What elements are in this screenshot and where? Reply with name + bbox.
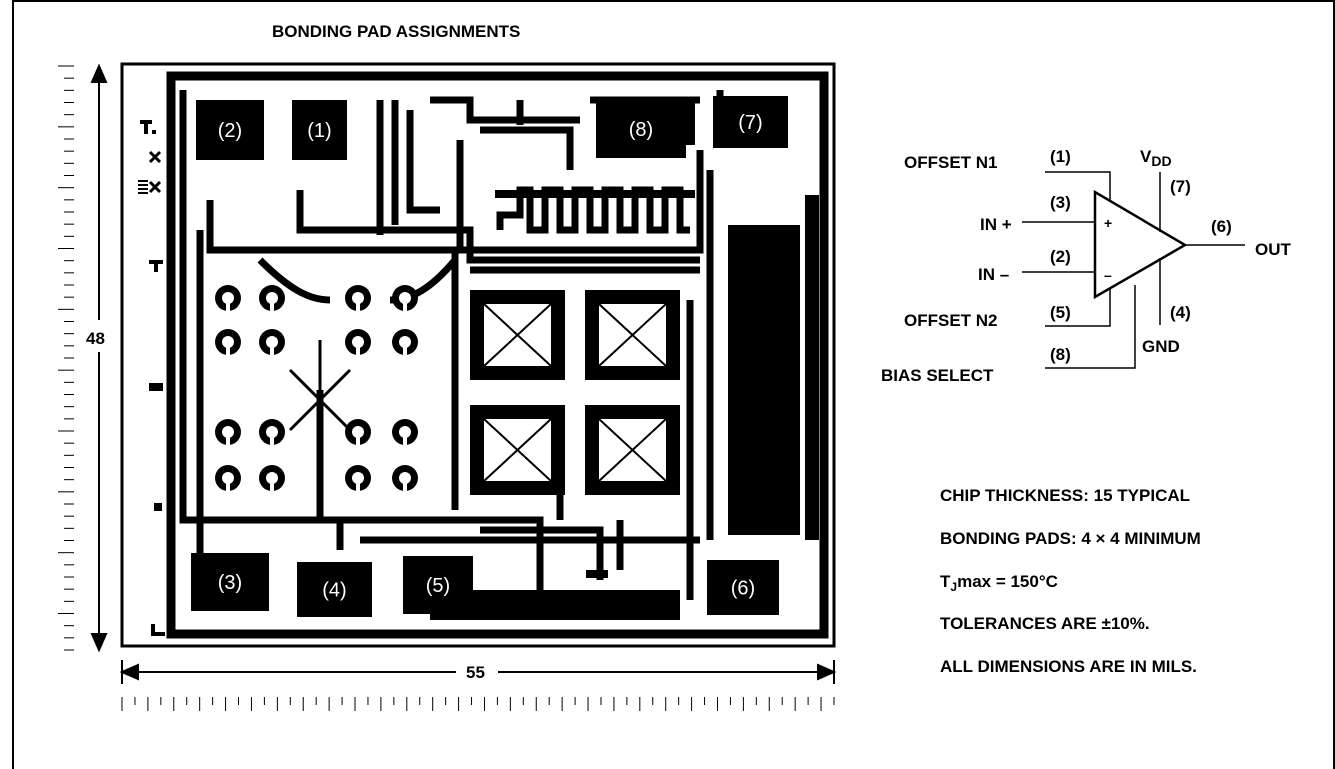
bonding-pad-label: (5)	[426, 575, 450, 597]
pin-label-bias-select: BIAS SELECT	[881, 366, 994, 385]
width-dimension	[119, 660, 837, 684]
pin-number-2: (2)	[1050, 247, 1071, 266]
vertical-ruler	[58, 65, 74, 651]
bonding-pads: (2) (1) (8) (7) (3) (4) (5) (6)	[191, 96, 788, 617]
transistor-cell	[392, 329, 418, 356]
note-bonding-pads: BONDING PADS: 4 × 4 MINIMUM	[940, 529, 1201, 548]
metal-traces	[179, 90, 724, 615]
bonding-pad-label: (3)	[218, 572, 242, 594]
bonding-pad: (8)	[596, 100, 686, 158]
transistor-cell	[215, 465, 241, 492]
opamp-symbol	[1022, 171, 1245, 369]
pin-label-offset-n2: OFFSET N2	[904, 311, 998, 330]
opamp-plus-sign: +	[1104, 215, 1112, 231]
offset-n2-lead	[1045, 289, 1111, 327]
pin-number-8: (8)	[1050, 345, 1071, 364]
opamp-text: OFFSET N1 IN + IN – OFFSET N2 BIAS SELEC…	[881, 147, 1292, 385]
transistor-cell	[345, 465, 371, 492]
bonding-pad-label: (7)	[738, 112, 762, 134]
bonding-pad: (5)	[403, 556, 473, 614]
power-transistor-cell	[585, 290, 680, 380]
transistor-cell	[392, 465, 418, 492]
bonding-pad: (4)	[297, 562, 372, 617]
power-transistor-cell	[585, 405, 680, 495]
pin-number-6: (6)	[1211, 217, 1232, 236]
note-units: ALL DIMENSIONS ARE IN MILS.	[940, 657, 1197, 676]
bias-select-lead	[1045, 285, 1136, 369]
figure-title: BONDING PAD ASSIGNMENTS	[272, 22, 521, 41]
transistor-cell	[345, 329, 371, 356]
transistor-cell	[259, 465, 285, 492]
bonding-pad-label: (2)	[218, 120, 242, 142]
pin-number-7: (7)	[1170, 177, 1191, 196]
pin-number-1: (1)	[1050, 147, 1071, 166]
alignment-marks	[138, 120, 165, 636]
transistor-cell	[259, 419, 285, 446]
left-cross	[288, 340, 352, 520]
transistor-cell	[215, 329, 241, 356]
pin-label-in-minus: IN –	[978, 265, 1009, 284]
transistor-cell	[345, 285, 371, 312]
bonding-pad-label: (4)	[322, 580, 346, 602]
tj-rest: max = 150°C	[957, 572, 1058, 591]
offset-n1-lead	[1045, 171, 1111, 200]
tj-subscript: J	[950, 580, 958, 594]
power-transistor-cell	[470, 290, 565, 380]
power-transistor-cell	[470, 405, 565, 495]
output-transistor-array	[470, 290, 680, 495]
opamp-triangle	[1093, 189, 1188, 300]
bonding-pad: (3)	[191, 553, 269, 611]
input-transistor-array	[215, 285, 418, 492]
transistor-cell	[215, 419, 241, 446]
transistor-cell	[345, 419, 371, 446]
transistor-cell	[259, 285, 285, 312]
pin-label-offset-n1: OFFSET N1	[904, 153, 998, 172]
transistor-cell	[392, 419, 418, 446]
horizontal-ruler	[121, 697, 835, 711]
pin-number-4: (4)	[1170, 303, 1191, 322]
bonding-pad-label: (8)	[629, 119, 653, 141]
die-seal-ring	[166, 71, 829, 639]
figure-frame	[12, 0, 1335, 769]
bonding-pad: (1)	[292, 100, 347, 160]
bonding-pad: (2)	[196, 100, 264, 160]
transistor-cell	[215, 285, 241, 312]
pin-number-3: (3)	[1050, 193, 1071, 212]
bonding-pad: (6)	[707, 560, 779, 615]
pin-label-vdd: VDD	[1140, 147, 1172, 169]
bonding-pad-label: (1)	[307, 120, 331, 142]
height-dimension	[90, 63, 108, 653]
note-tolerances: TOLERANCES ARE ±10%.	[940, 614, 1150, 633]
bonding-pad: (7)	[713, 96, 788, 148]
bonding-pad-label: (6)	[731, 578, 755, 600]
transistor-cell	[392, 285, 418, 312]
width-label: 55	[466, 663, 485, 682]
opamp-minus-sign: –	[1104, 267, 1112, 283]
pin-label-gnd: GND	[1142, 337, 1180, 356]
transistor-cell	[259, 329, 285, 356]
note-tj-max: TJmax = 150°C	[940, 572, 1058, 594]
height-label: 48	[86, 329, 105, 348]
pin-label-in-plus: IN +	[980, 215, 1012, 234]
pin-label-out: OUT	[1255, 240, 1292, 259]
note-chip-thickness: CHIP THICKNESS: 15 TYPICAL	[940, 486, 1191, 505]
pin-number-5: (5)	[1050, 303, 1071, 322]
tj-prefix: T	[940, 572, 951, 591]
